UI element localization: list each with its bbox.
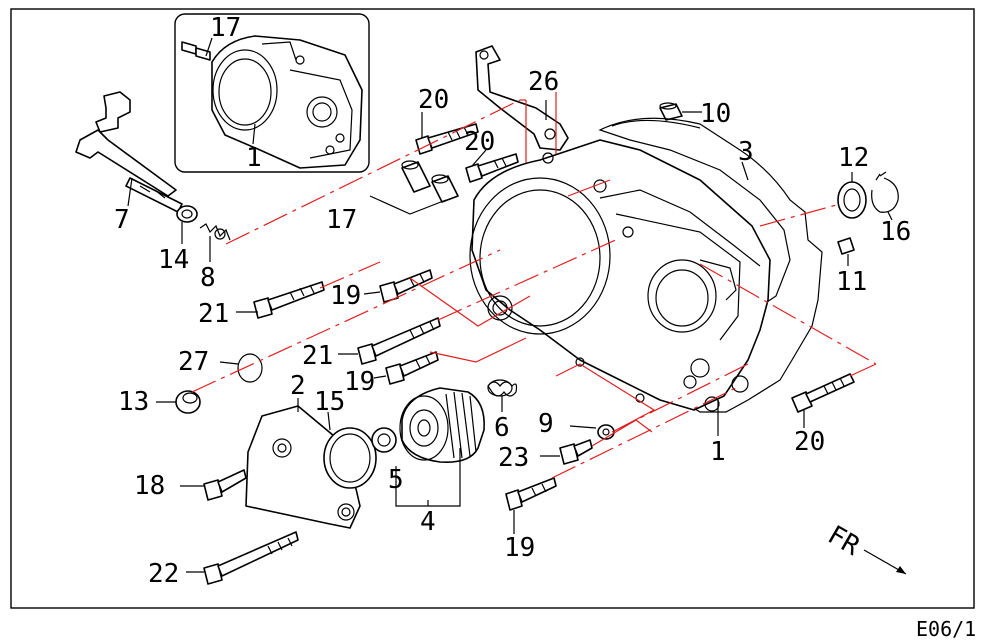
part-15-o-ring: [323, 411, 377, 489]
part-22-bolt: [186, 531, 299, 585]
callout-18: 18: [134, 471, 165, 501]
callout-13: 13: [118, 387, 149, 417]
part-19-bolt-bottom: [505, 477, 557, 534]
callout-11: 11: [836, 267, 867, 297]
part-10-dowel: [659, 102, 702, 121]
callout-6: 6: [494, 413, 510, 443]
part-6-spring: [487, 379, 518, 412]
callout-4: 4: [420, 507, 436, 537]
callout-21-lower: 21: [302, 341, 333, 371]
callout-16: 16: [880, 217, 911, 247]
callout-20-mid: 20: [464, 127, 495, 157]
callout-9: 9: [538, 409, 554, 439]
callout-22: 22: [148, 559, 179, 589]
callout-labels: 17 1 7 14 8 20 20 17 26 10 3 12 16 11 21…: [114, 13, 911, 589]
callout-27: 27: [178, 347, 209, 377]
diagram-code: E06/1: [916, 617, 976, 641]
front-direction-arrow: FR: [823, 520, 907, 575]
callout-19-upper: 19: [330, 281, 361, 311]
callout-7: 7: [114, 205, 130, 235]
part-14-seal: [176, 205, 198, 244]
part-16-circlip: [871, 171, 899, 221]
part-12-bearing: [837, 172, 867, 219]
part-11-dowel: [837, 237, 855, 266]
callout-14: 14: [158, 245, 189, 275]
callout-21-upper: 21: [198, 299, 229, 329]
front-direction-label: FR: [823, 520, 865, 562]
callout-23: 23: [498, 443, 529, 473]
part-8-spring: [199, 223, 231, 262]
callout-20-right: 20: [794, 427, 825, 457]
callout-15: 15: [314, 387, 345, 417]
part-20-bolt-mid: [465, 149, 519, 183]
part-19-bolt-upper: [379, 269, 433, 303]
part-21-bolt-lower: [357, 317, 441, 365]
part-5-spacer: [371, 427, 397, 453]
part-4-oil-filter: [395, 387, 485, 507]
callout-inset-1: 1: [246, 143, 262, 173]
callout-17: 17: [326, 205, 357, 235]
callout-3: 3: [738, 137, 754, 167]
callout-5: 5: [388, 465, 404, 495]
part-20-bolt-right: [791, 373, 855, 428]
part-19-bolt-lower: [385, 351, 439, 385]
callout-20-upper: 20: [418, 85, 449, 115]
part-27-o-ring: [219, 353, 263, 383]
part-7-shift-shaft: [75, 91, 183, 213]
callout-19-lower: 19: [344, 367, 375, 397]
callout-26: 26: [528, 67, 559, 97]
guide-lines: [191, 99, 877, 479]
callout-19-bottom: 19: [504, 533, 535, 563]
part-21-bolt-upper: [253, 281, 325, 319]
part-1-cover: [469, 139, 771, 436]
part-18-bolt: [180, 469, 247, 501]
part-23-bolt: [540, 439, 593, 465]
callout-inset-17: 17: [210, 13, 241, 43]
diagram-frame: [10, 8, 975, 609]
inset-view: [174, 13, 370, 173]
callout-10: 10: [700, 99, 731, 129]
callout-1: 1: [710, 437, 726, 467]
callout-12: 12: [838, 143, 869, 173]
part-13-plug: [156, 390, 201, 414]
part-17-dowels: [369, 160, 459, 215]
callout-2: 2: [290, 371, 306, 401]
callout-8: 8: [200, 263, 216, 293]
